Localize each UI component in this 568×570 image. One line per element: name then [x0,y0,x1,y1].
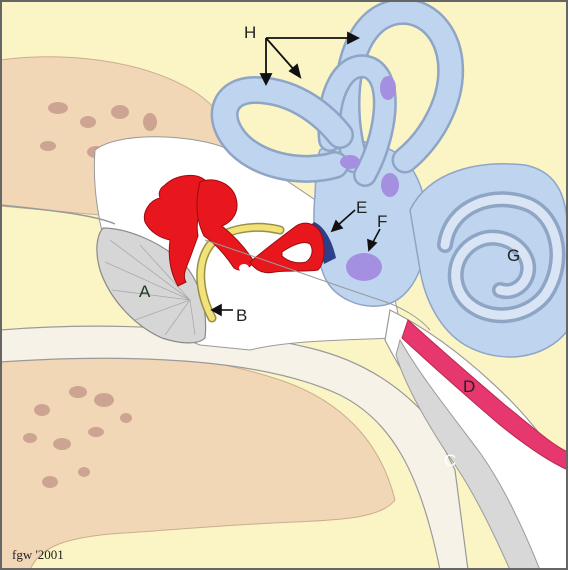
label-g: G [507,246,520,265]
round-window [346,253,382,281]
label-c: C [444,451,456,470]
label-e: E [356,198,367,217]
label-b: B [236,306,247,325]
label-h: H [244,23,256,42]
label-a: A [139,282,151,301]
label-d: D [463,377,475,396]
credit-text: fgw '2001 [12,547,64,562]
label-f: F [377,212,387,231]
